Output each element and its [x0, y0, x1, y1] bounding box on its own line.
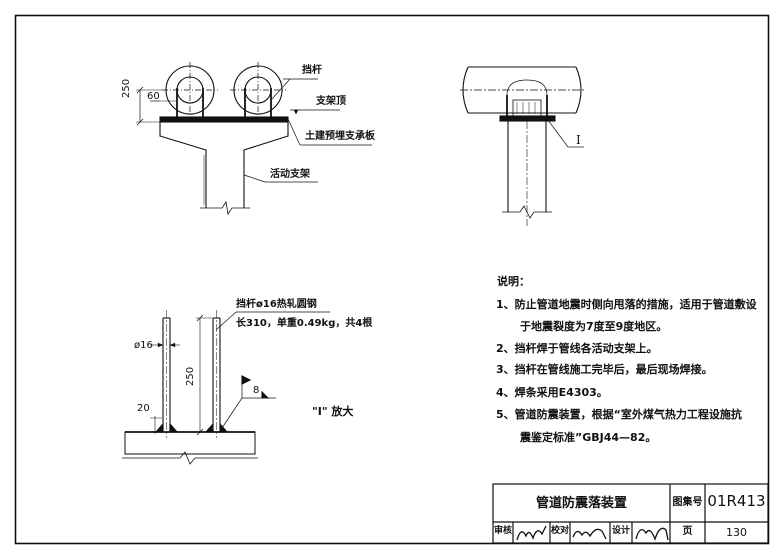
label-restraint-rod: 挡杆 [302, 65, 322, 76]
title-block-grid [492, 483, 769, 544]
dim-20: 20 [137, 403, 150, 414]
label-support-top: 支架顶 [316, 96, 346, 107]
support-elevation-drawing [136, 62, 372, 216]
atlas-label: 图集号 [672, 497, 703, 508]
note-line-4: 4、焊条采用E4303。 [496, 386, 608, 399]
note-line-1: 1、防止管道地震时侧向甩落的措施，适用于管道敷设 [496, 298, 757, 311]
signature-check [572, 528, 607, 540]
review-label: 审核 [493, 526, 512, 536]
detail-i-title: "I" 放大 [312, 405, 354, 418]
support-side-view-drawing [460, 66, 584, 226]
label-movable-support: 活动支架 [270, 169, 310, 180]
spec-line-2: 长310，单重0.49kg，共4根 [236, 318, 373, 329]
note-line-2: 2、挡杆焊于管线各活动支架上。 [496, 342, 658, 355]
atlas-number: 01R413 [707, 492, 766, 510]
note-line-3: 3、挡杆在管线施工完毕后，最后现场焊接。 [496, 363, 713, 376]
weld-size-8: 8 [253, 385, 260, 396]
page-number: 130 [726, 526, 747, 539]
drawing-name: 管道防震落装置 [535, 496, 627, 511]
design-label: 设计 [611, 526, 630, 536]
spec-line-1: 挡杆ø16热轧圆钢 [236, 299, 317, 310]
dim-phi16: ø16 [134, 340, 153, 351]
page-label: 页 [682, 526, 693, 537]
note-line-5b: 震鉴定标准”GBJ44—82。 [520, 431, 657, 444]
dim-60: 60 [147, 91, 160, 102]
signature-design [635, 527, 669, 541]
note-line-1b: 于地震裂度为7度至9度地区。 [520, 320, 668, 333]
signature-review [516, 525, 547, 541]
detail-i-drawing [122, 310, 330, 465]
note-line-5: 5、管道防震装置，根据“室外煤气热力工程设施抗 [496, 408, 742, 421]
label-embedded-plate: 土建预埋支承板 [305, 131, 375, 142]
dim-250-elevation: 250 [121, 78, 132, 98]
sheet-border [14, 14, 770, 545]
callout-i: I [576, 133, 581, 147]
check-label: 校对 [550, 526, 569, 536]
notes-title: 说明： [497, 275, 530, 288]
dim-250-detail: 250 [185, 366, 196, 386]
